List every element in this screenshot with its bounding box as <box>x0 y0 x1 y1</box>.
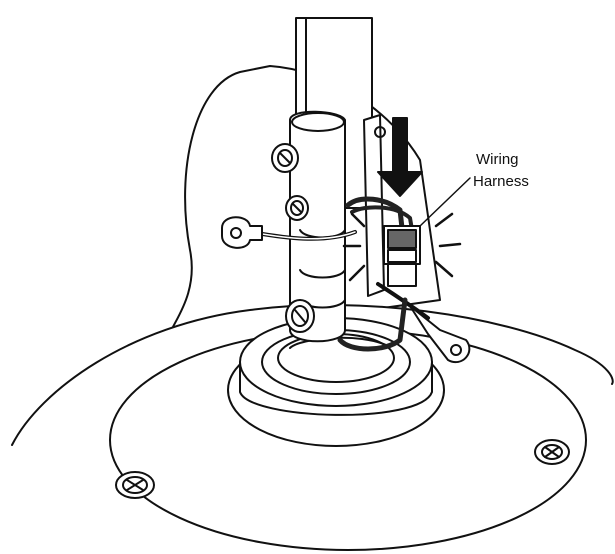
ring-terminal-icon <box>409 305 471 363</box>
screw-icon <box>534 439 570 465</box>
wire-bundle-bottom <box>337 297 408 352</box>
screw-icon <box>285 299 315 333</box>
callout-label-line2: Harness <box>473 173 529 190</box>
callout-label-line1: Wiring <box>476 151 519 168</box>
down-arrow-icon <box>377 117 423 197</box>
screw-icon <box>285 195 309 221</box>
motor-housing <box>289 110 346 343</box>
callout-leader <box>419 177 471 227</box>
screw-icon <box>271 143 299 173</box>
ring-terminal-icon <box>221 216 263 249</box>
wiring-harness-connector <box>383 225 421 287</box>
spark-lines-icon <box>342 212 462 282</box>
screw-icon <box>115 471 155 499</box>
